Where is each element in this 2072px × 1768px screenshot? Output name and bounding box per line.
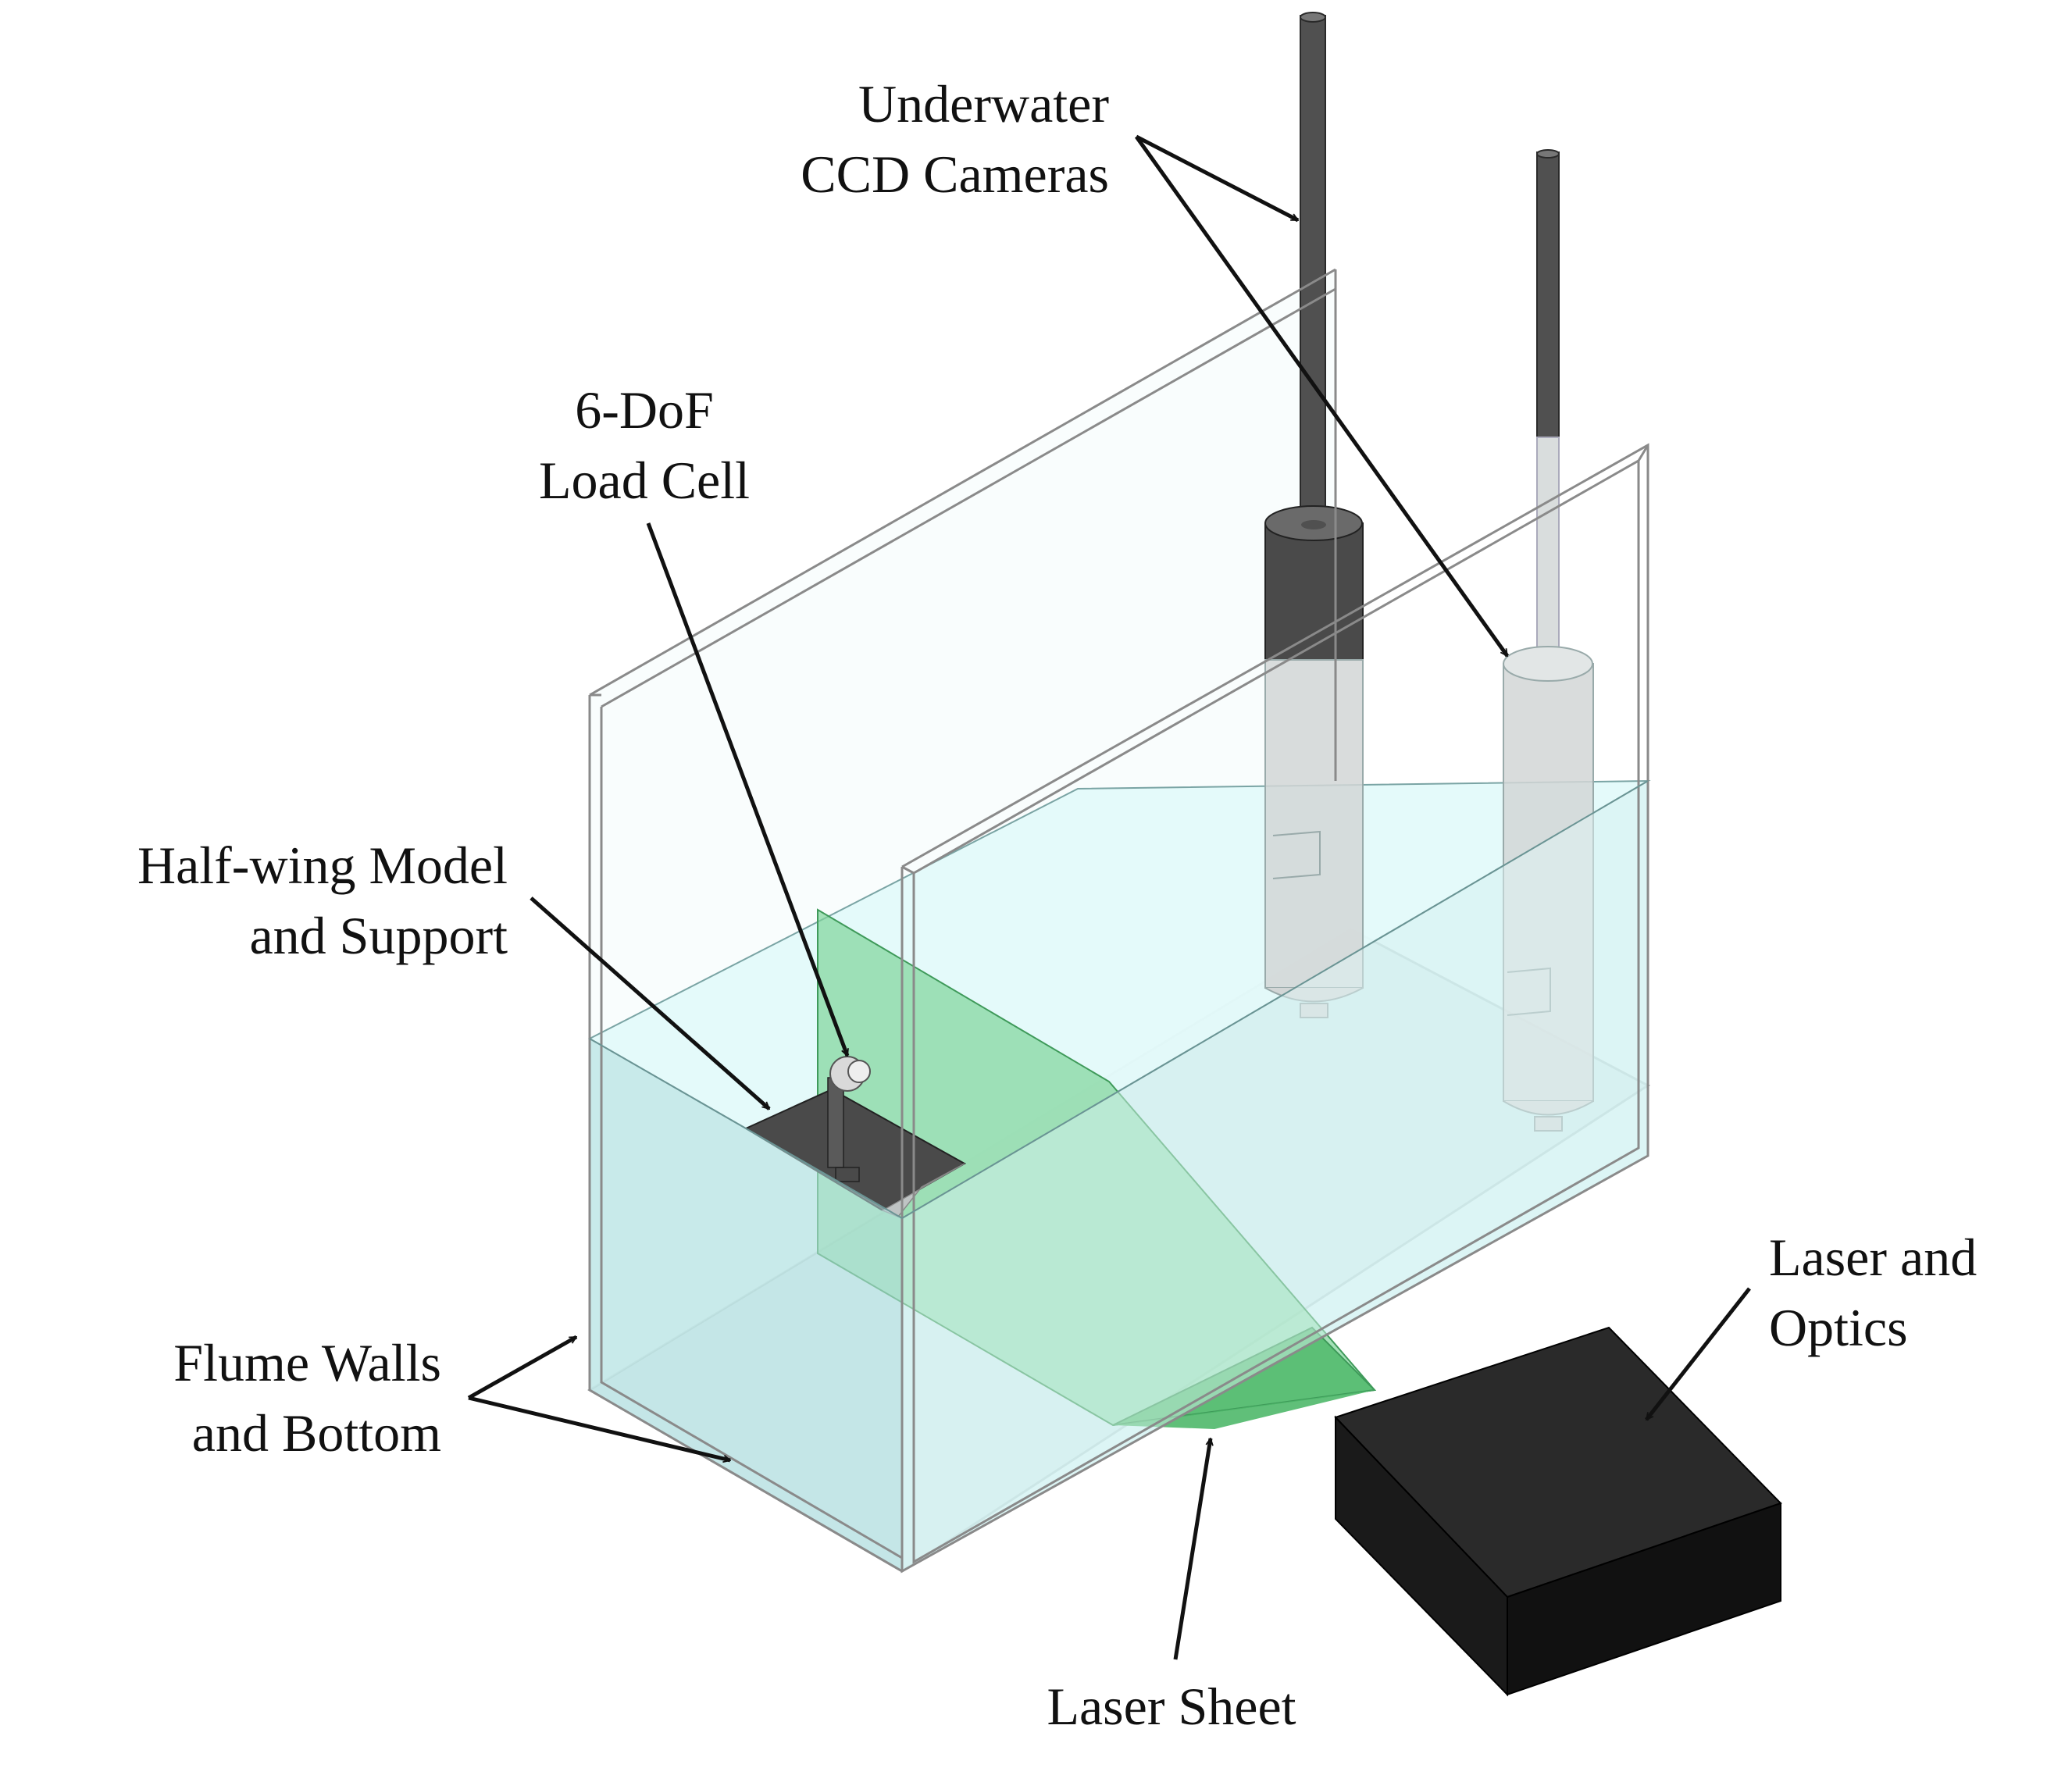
- label-cameras-line1: Underwater: [858, 74, 1109, 134]
- water-right-front: [902, 781, 1648, 1571]
- camera-1: [1264, 12, 1364, 1018]
- label-half-wing-line2: and Support: [249, 906, 508, 965]
- water-front: [590, 1039, 902, 1571]
- arrow-load-cell: [646, 522, 850, 1056]
- arrow-flume-walls: [467, 1335, 576, 1400]
- label-load-cell-line2: Load Cell: [538, 451, 751, 510]
- label-laser-sheet-line1: Laser Sheet: [1047, 1677, 1296, 1736]
- label-laser-sheet: Laser Sheet: [984, 1671, 1359, 1741]
- arrow-cameras-1: [1135, 134, 1298, 223]
- arrow-cameras-2: [1134, 135, 1510, 656]
- arrow-half-wing: [530, 896, 771, 1110]
- label-laser-and-optics: Laser and Optics: [1769, 1222, 2050, 1363]
- flume-walls: [588, 268, 1649, 1574]
- label-cameras-line2: CCD Cameras: [801, 144, 1109, 204]
- leader-arrows: [467, 134, 1751, 1660]
- label-flume-line2: and Bottom: [191, 1403, 441, 1463]
- waterline-left: [589, 1038, 903, 1219]
- camera-2: [1503, 149, 1594, 1132]
- laser-box: [1334, 1326, 1782, 1697]
- label-laser-line2: Optics: [1769, 1298, 1908, 1357]
- label-half-wing-model: Half-wing Model and Support: [31, 830, 508, 971]
- arrow-laser-sheet: [1173, 1438, 1211, 1660]
- label-underwater-ccd-cameras: Underwater CCD Cameras: [703, 69, 1109, 209]
- label-load-cell-line1: 6-DoF: [575, 380, 714, 440]
- laser-sheet-fan: [1113, 1390, 1375, 1429]
- label-laser-line1: Laser and: [1769, 1228, 1977, 1287]
- arrow-flume-bottom: [468, 1396, 730, 1460]
- label-flume-line1: Flume Walls: [173, 1333, 441, 1392]
- label-6dof-load-cell: 6-DoF Load Cell: [469, 375, 820, 515]
- label-flume-walls-bottom: Flume Walls and Bottom: [47, 1328, 441, 1468]
- label-half-wing-line1: Half-wing Model: [137, 836, 508, 895]
- arrow-laser: [1645, 1287, 1751, 1420]
- waterline-front: [901, 780, 1649, 1219]
